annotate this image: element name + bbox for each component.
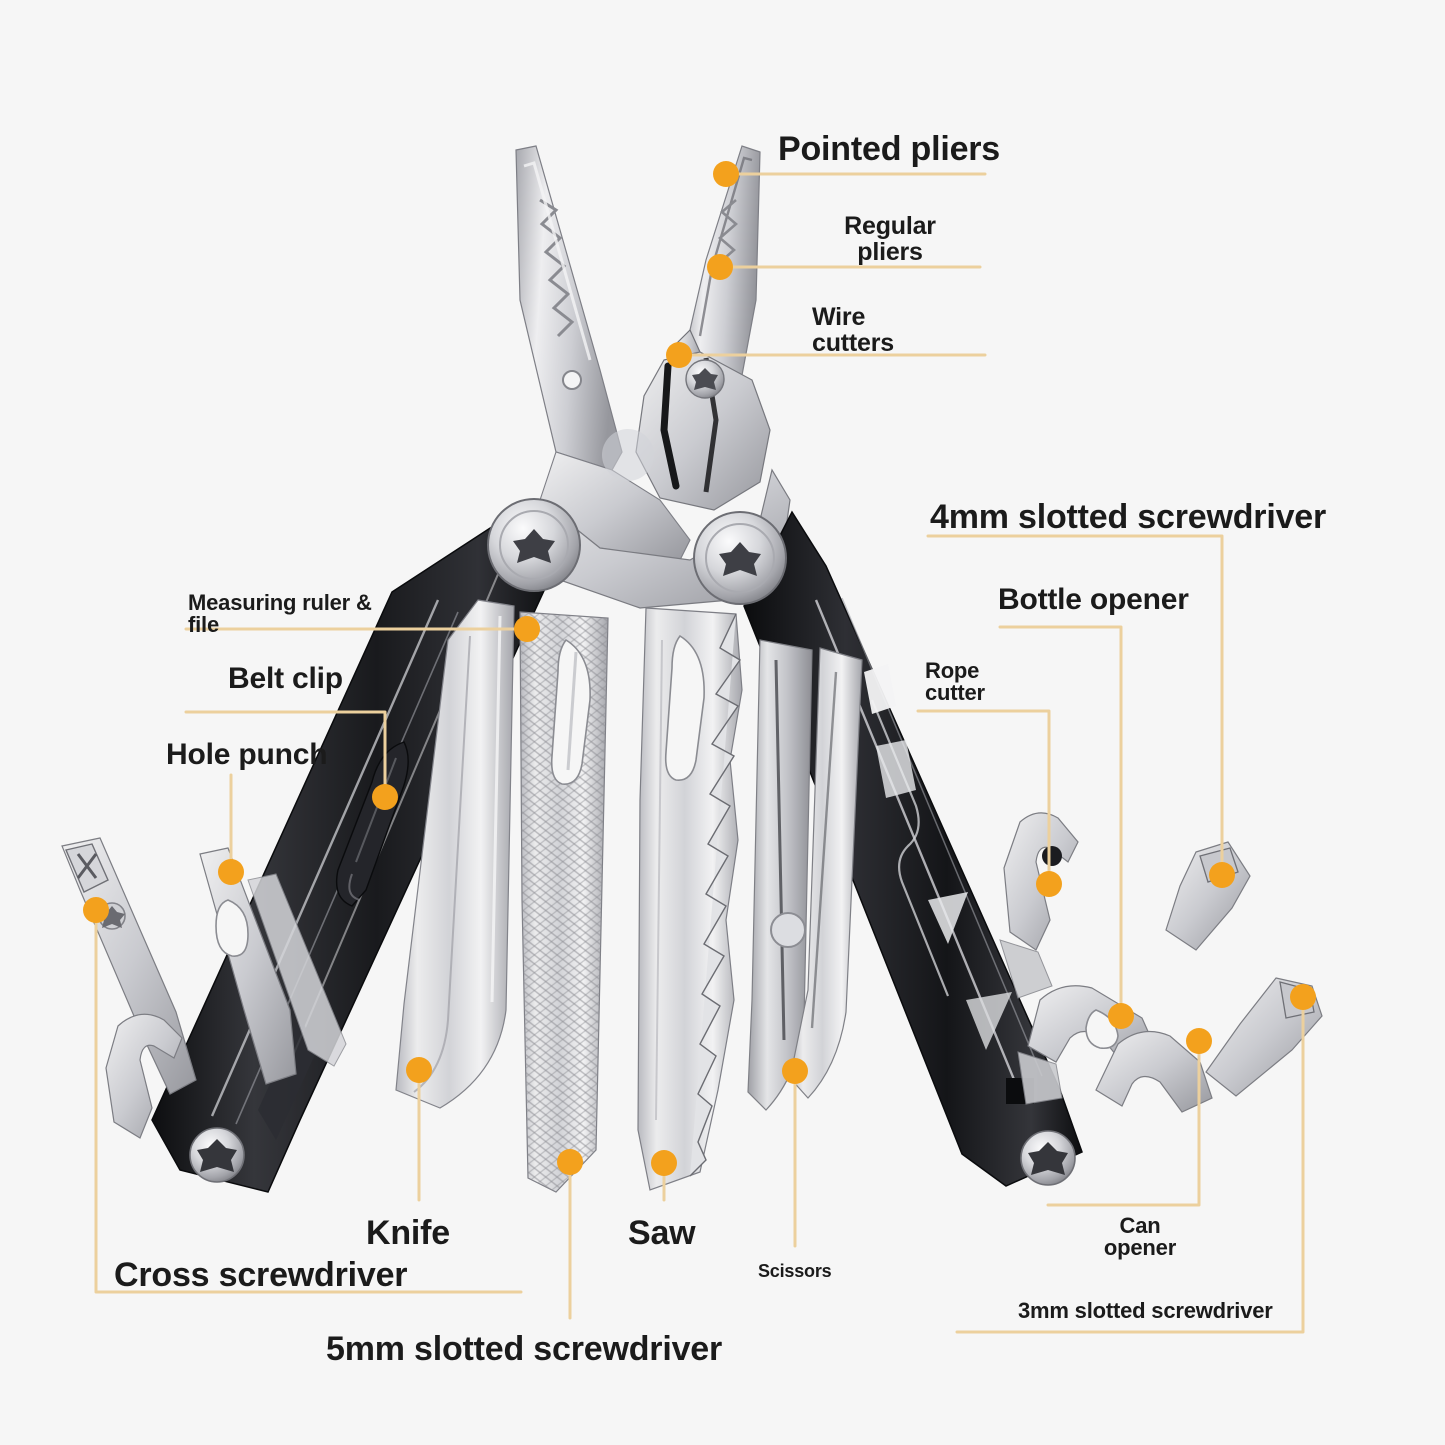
dot-hole-punch	[218, 859, 244, 885]
saw-blade	[637, 607, 743, 1191]
head-pivot-screw	[685, 359, 725, 399]
label-regular-pliers: Regular pliers	[844, 212, 936, 266]
hole-punch-tool	[199, 847, 297, 1085]
dot-saw	[651, 1150, 677, 1176]
label-saw: Saw	[628, 1214, 696, 1252]
dot-regular-pliers	[707, 254, 733, 280]
label-wire-cutters: Wire cutters	[812, 303, 894, 357]
left-main-pivot-screw	[487, 498, 581, 592]
dot-5mm-slotted	[557, 1149, 583, 1175]
dot-3mm-slotted	[1290, 984, 1316, 1010]
left-fanned-tools	[61, 837, 347, 1139]
dot-can-opener	[1186, 1028, 1212, 1054]
label-rope-cutter: Rope cutter	[925, 658, 985, 706]
belt-clip-part	[335, 741, 409, 907]
dot-wire-cutters	[666, 342, 692, 368]
right-handle-screw	[1020, 1130, 1076, 1186]
label-belt-clip: Belt clip	[228, 662, 343, 695]
can-opener-tool	[1095, 1030, 1213, 1113]
file-ruler-tool	[519, 611, 609, 1193]
label-cross-screwdriver: Cross screwdriver	[114, 1256, 408, 1294]
label-bottle-opener: Bottle opener	[998, 583, 1189, 616]
knife-blade	[395, 599, 515, 1109]
dot-knife	[406, 1057, 432, 1083]
dot-pointed-pliers	[713, 161, 739, 187]
leader-3mm-slotted	[955, 995, 1305, 1334]
label-can-opener: Can opener	[1103, 1213, 1177, 1261]
dot-bottle-opener	[1108, 1003, 1134, 1029]
dot-4mm-slotted	[1209, 862, 1235, 888]
label-3mm-slotted-screwdriver: 3mm slotted screwdriver	[1018, 1298, 1273, 1323]
leader-belt-clip	[184, 710, 387, 799]
dot-ruler-file	[514, 616, 540, 642]
leader-lines	[94, 172, 1305, 1334]
label-5mm-slotted-screwdriver: 5mm slotted screwdriver	[326, 1330, 723, 1368]
leader-rope-cutter	[916, 709, 1051, 886]
leader-cross-screw	[94, 908, 523, 1294]
label-scissors: Scissors	[758, 1261, 832, 1281]
label-hole-punch: Hole punch	[166, 738, 328, 771]
dot-cross-screw	[83, 897, 109, 923]
left-plier-jaw	[515, 145, 691, 561]
callout-dots	[83, 161, 1316, 1176]
leader-can-opener	[1046, 1039, 1201, 1207]
left-hook-tool	[105, 1013, 183, 1139]
label-4mm-slotted-screwdriver: 4mm slotted screwdriver	[930, 498, 1327, 536]
dot-scissors	[782, 1058, 808, 1084]
scissors-tool	[747, 639, 863, 1111]
leader-4mm-slotted	[926, 534, 1224, 877]
dot-rope-cutter	[1036, 871, 1062, 897]
right-main-pivot-screw	[693, 511, 787, 605]
label-measuring-ruler-file: Measuring ruler & file	[188, 590, 372, 638]
label-knife: Knife	[366, 1214, 451, 1252]
leader-bottle-opener	[998, 625, 1123, 1018]
dot-belt-clip	[372, 784, 398, 810]
left-handle-screw	[189, 1127, 245, 1183]
label-pointed-pliers: Pointed pliers	[778, 130, 1001, 168]
